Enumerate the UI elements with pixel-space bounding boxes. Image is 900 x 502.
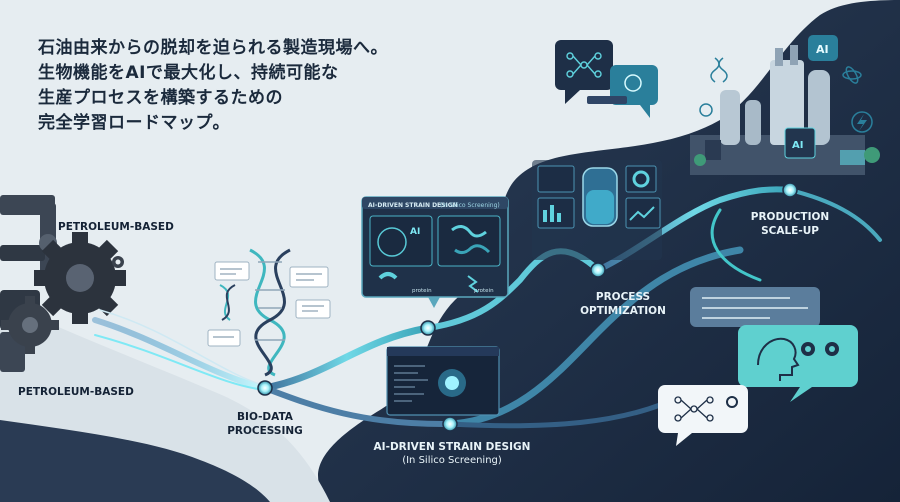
navy-wave-left [0,420,270,502]
gear-icon [34,232,126,324]
code-screen-panel [386,346,500,416]
chat-bubble-network-light [658,385,748,446]
panel-subtitle: (In Silico Screening) [440,202,500,209]
label-petroleum-top: PETROLEUM-BASED [58,221,174,233]
dna-small-icon [710,57,728,83]
chat-bubble-ai-head-icon [738,325,858,402]
label-scale-line-1: PRODUCTION [750,211,830,223]
label-petroleum-bottom: PETROLEUM-BASED [18,386,134,398]
gear-icon [1,296,59,354]
panel-item-a: protein [412,288,432,294]
node-bio-data [257,380,273,396]
panel-ai-tag: AI [410,227,420,237]
label-production-scale-up: PRODUCTION SCALE-UP [740,210,840,238]
label-bio-data-line-1: BIO-DATA [237,411,293,423]
node-strain-design [442,416,458,432]
headline: 石油由来からの脱却を迫られる製造現場へ。 生物機能をAIで最大化し、持続可能な … [38,36,388,136]
node-strain-panel [420,320,436,336]
chat-bubble-network-icon [555,40,613,104]
panel-item-b: protein [474,288,494,294]
chat-bubble-text [690,287,820,327]
flow-streams [92,186,882,429]
data-callout-cards [207,261,331,347]
headline-line-1: 石油由来からの脱却を迫られる製造現場へ。 [38,38,388,58]
gear-icon [112,256,124,268]
dna-helix-icon [219,248,291,377]
lightning-icon [851,111,873,133]
strain-design-panel: AI-DRIVEN STRAIN DESIGN (In Silico Scree… [361,196,509,308]
label-strain-design-line-1: AI-DRIVEN STRAIN DESIGN [373,441,531,453]
node-scale-up [782,182,798,198]
headline-line-4: 完全学習ロードマップ。 [38,113,230,133]
lightbulb-icon [699,103,713,117]
factory-screen-label: AI [792,140,803,151]
label-scale-line-2: SCALE-UP [761,225,819,237]
milestone-nodes [257,182,798,432]
headline-line-3: 生産プロセスを構築するための [38,88,283,108]
label-process-optimization: PROCESS OPTIMIZATION [568,290,678,318]
label-bio-data: BIO-DATA PROCESSING [225,410,305,438]
label-strain-design: AI-DRIVEN STRAIN DESIGN (In Silico Scree… [372,440,532,468]
label-process-line-1: PROCESS [595,291,651,303]
label-bio-data-line-2: PROCESSING [227,425,303,437]
factory-ai-badge: AI [808,35,838,61]
label-strain-design-line-2: (In Silico Screening) [402,455,502,466]
factory-ai-badge-label: AI [816,43,829,56]
factory-icon: AI [690,45,880,175]
panel-title: AI-DRIVEN STRAIN DESIGN [368,202,458,209]
node-process [590,262,606,278]
label-process-line-2: OPTIMIZATION [580,305,666,317]
headline-line-2: 生物機能をAIで最大化し、持続可能な [38,63,339,83]
chat-bubble-brain-icon [610,65,658,118]
status-bar [587,96,627,104]
atom-icon [842,66,862,84]
reactor-panel [532,160,662,260]
